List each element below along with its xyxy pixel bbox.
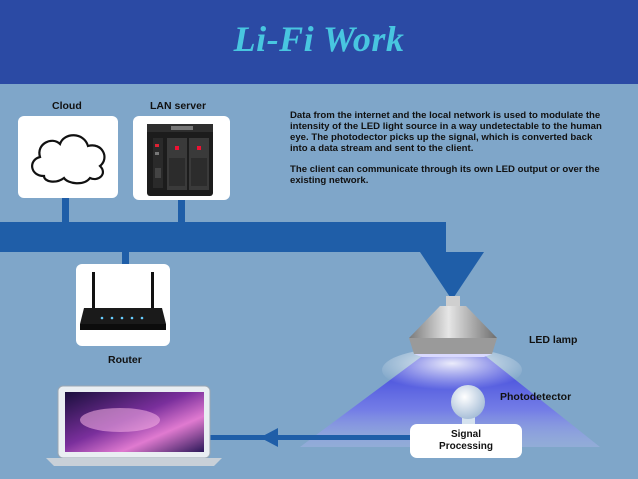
- description-paragraph-2: The client can communicate through its o…: [290, 164, 600, 186]
- network-backbone: [0, 222, 445, 252]
- server-icon: [147, 124, 213, 196]
- lan-server-label: LAN server: [150, 100, 207, 112]
- light-glow: [382, 348, 522, 392]
- light-cone: [300, 354, 600, 447]
- router-label: Router: [108, 354, 142, 366]
- description-paragraph-1: Data from the internet and the local net…: [290, 110, 602, 154]
- cloud-card: [18, 116, 118, 198]
- cloud-icon: [31, 134, 106, 185]
- photodetector-label: Photodetector: [500, 391, 572, 403]
- cloud-label: Cloud: [52, 100, 82, 112]
- lan-server-card: [133, 116, 230, 200]
- down-arrow: [418, 222, 484, 300]
- return-line: [205, 435, 410, 440]
- slide-title: Li-Fi Work: [233, 19, 405, 59]
- router-card: [76, 264, 170, 346]
- laptop-icon: [46, 385, 222, 466]
- photodetector-icon: [451, 385, 485, 426]
- cloud-connector: [62, 196, 69, 224]
- server-connector: [178, 196, 185, 224]
- router-connector: [122, 250, 129, 266]
- description-text: Data from the internet and the local net…: [290, 110, 610, 196]
- return-arrowhead: [260, 428, 278, 447]
- led-lamp-label: LED lamp: [529, 334, 578, 346]
- signal-processing-line2: Processing: [439, 441, 493, 452]
- header-bar: [0, 0, 638, 84]
- signal-processing-line1: Signal: [450, 429, 481, 440]
- signal-processing-box: Signal Processing: [410, 424, 522, 458]
- led-lamp-icon: [409, 296, 497, 357]
- router-icon: [80, 272, 166, 330]
